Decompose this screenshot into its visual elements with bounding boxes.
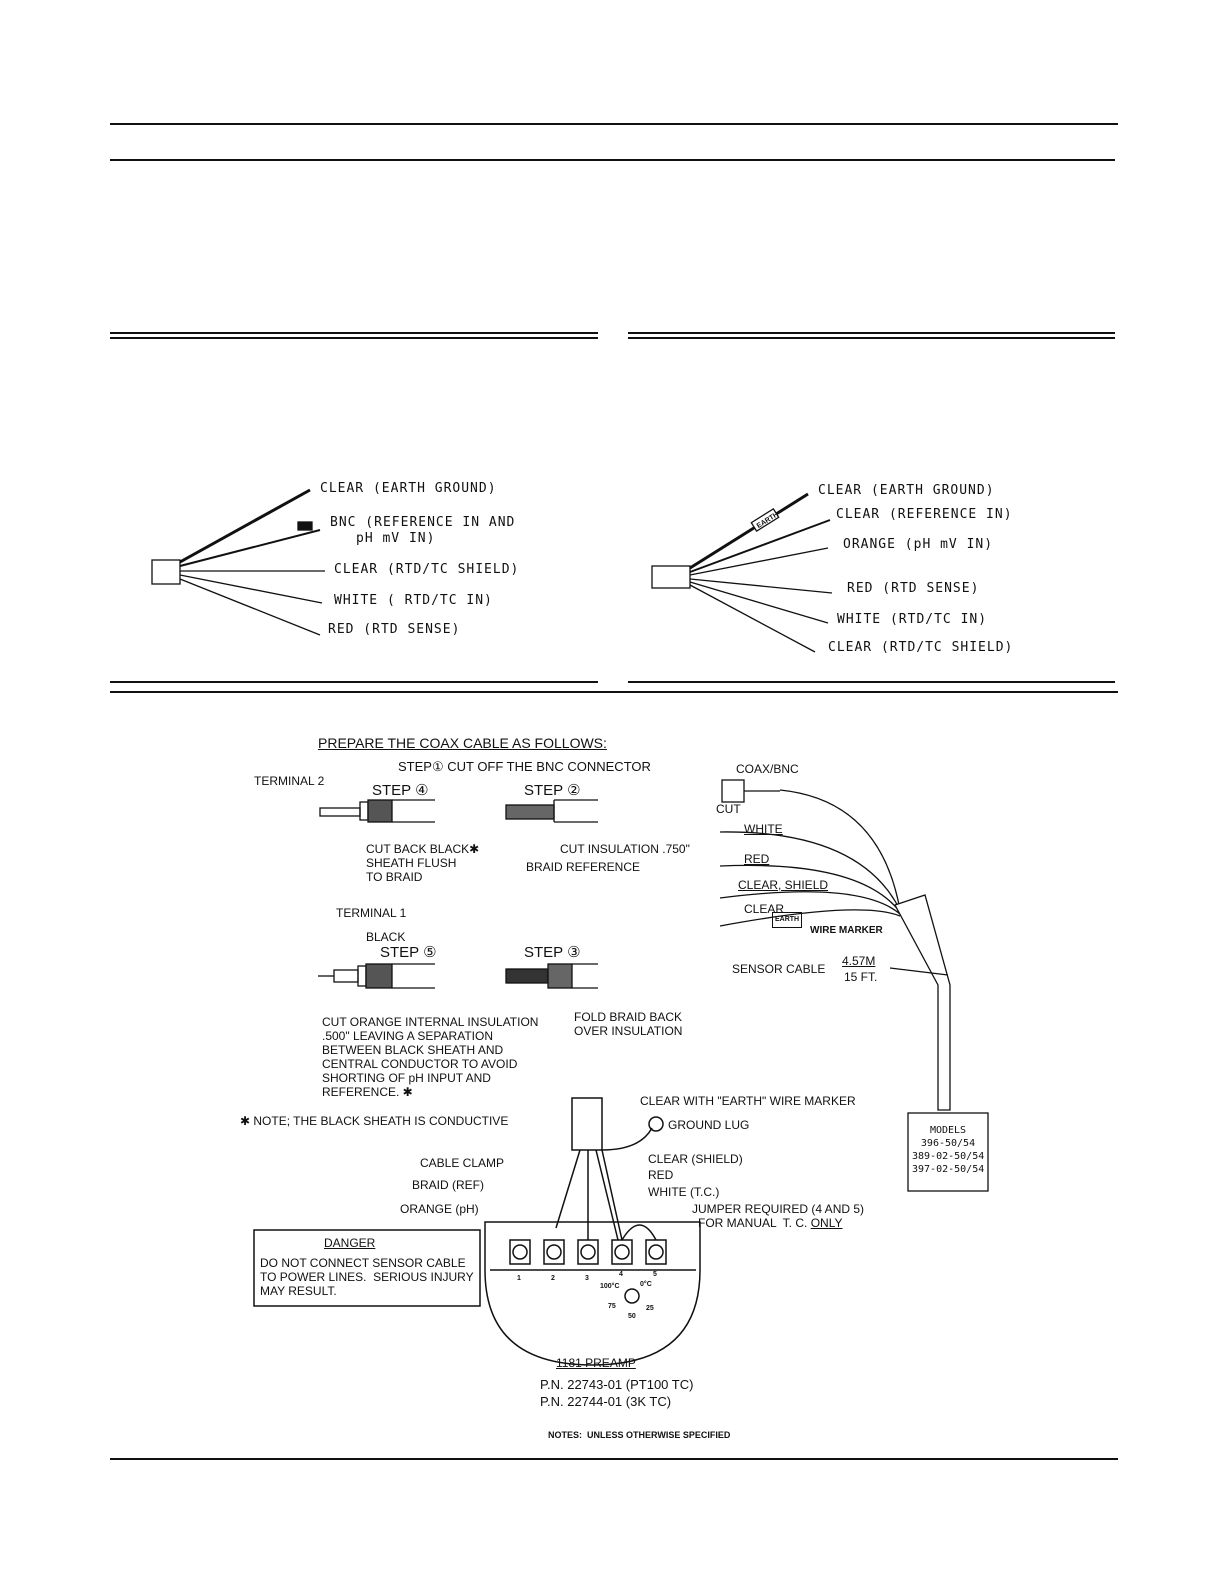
black-label: BLACK [366, 930, 406, 944]
cable-clamp-label: CABLE CLAMP [420, 1156, 505, 1170]
step1-label: STEP① CUT OFF THE BNC CONNECTOR [398, 759, 651, 774]
ground-lug-label: GROUND LUG [668, 1118, 750, 1132]
models-title: MODELS [929, 1125, 967, 1136]
sensor-cable-drawing [719, 779, 989, 1192]
earth-marker-callout: CLEAR WITH "EARTH" WIRE MARKER [640, 1094, 856, 1108]
step4-label: STEP ④ [372, 782, 429, 799]
dial-75: 75 [608, 1303, 616, 1310]
terminal-5: 5 [653, 1271, 657, 1278]
right-label-reference: CLEAR (REFERENCE IN) [836, 507, 1013, 522]
jumper-label-2: FOR MANUAL T. C. ONLY [698, 1216, 842, 1230]
left-label-earth: CLEAR (EARTH GROUND) [320, 481, 497, 496]
part-number-2: P.N. 22744-01 (3K TC) [540, 1394, 672, 1409]
step3-note: FOLD BRAID BACK OVER INSULATION [574, 1010, 683, 1038]
preamp-name: 1181 PREAMP [556, 1356, 636, 1370]
right-label-earth: CLEAR (EARTH GROUND) [818, 483, 995, 498]
dial-50: 50 [628, 1313, 636, 1320]
braid-ref-label: BRAID (REF) [412, 1178, 484, 1192]
jumper-label: JUMPER REQUIRED (4 AND 5) [692, 1202, 865, 1216]
terminal-4: 4 [619, 1271, 623, 1278]
sheath-note: ✱ NOTE; THE BLACK SHEATH IS CONDUCTIVE [240, 1114, 509, 1128]
coax-title: PREPARE THE COAX CABLE AS FOLLOWS: [318, 735, 607, 751]
right-label-white: WHITE (RTD/TC IN) [837, 612, 988, 627]
step3-label: STEP ③ [524, 944, 581, 961]
cable-length-m: 4.57M [842, 954, 876, 968]
left-label-white: WHITE ( RTD/TC IN) [334, 593, 493, 608]
rules [110, 123, 1118, 1460]
left-cable-drawing [151, 488, 325, 636]
preamp-drawing [253, 1097, 701, 1366]
clear-shield-label: CLEAR (SHIELD) [648, 1152, 743, 1166]
terminal-1: 1 [517, 1275, 521, 1282]
only-text: ONLY [810, 1216, 843, 1230]
model-2: 389-02-50/54 [912, 1151, 985, 1162]
white-tc-label: WHITE (T.C.) [648, 1185, 720, 1199]
red-label: RED [648, 1168, 674, 1182]
left-label-bnc: BNC (REFERENCE IN AND [330, 515, 516, 530]
part-number-1: P.N. 22743-01 (PT100 TC) [540, 1377, 694, 1392]
notes-label: NOTES: UNLESS OTHERWISE SPECIFIED [548, 1430, 731, 1440]
right-label-red: RED (RTD SENSE) [847, 581, 980, 596]
coax-steps-drawing [318, 799, 598, 989]
danger-text: DO NOT CONNECT SENSOR CABLE TO POWER LIN… [260, 1256, 474, 1298]
step4-note: CUT BACK BLACK✱ SHEATH FLUSH TO BRAID [366, 842, 480, 884]
coax-bnc-label: COAX/BNC [736, 762, 799, 776]
dial-100c: 100°C [600, 1283, 620, 1290]
left-label-shield: CLEAR (RTD/TC SHIELD) [334, 562, 520, 577]
danger-title: DANGER [324, 1236, 376, 1250]
terminal2-label: TERMINAL 2 [254, 774, 325, 788]
left-label-red: RED (RTD SENSE) [328, 622, 461, 637]
right-label-orange: ORANGE (pH mV IN) [843, 537, 994, 552]
right-cable-drawing [651, 492, 833, 653]
step2-note-braid: BRAID REFERENCE [526, 860, 641, 874]
cut-label: CUT [716, 802, 741, 816]
wire-marker-label: WIRE MARKER [810, 925, 883, 936]
model-1: 396-50/54 [920, 1138, 976, 1149]
terminal-2: 2 [551, 1275, 555, 1282]
terminal1-label: TERMINAL 1 [336, 906, 407, 920]
red-wire-label: RED [744, 852, 770, 866]
step2-note-insulation: CUT INSULATION .750" [560, 842, 690, 856]
sensor-cable-label: SENSOR CABLE [732, 962, 826, 976]
dial-0c: 0°C [640, 1281, 652, 1288]
terminal-3: 3 [585, 1275, 589, 1282]
models-box: MODELS 396-50/54 389-02-50/54 397-02-50/54 [912, 1124, 984, 1176]
step5-label: STEP ⑤ [380, 944, 437, 961]
clear-shield-wire-label: CLEAR, SHIELD [738, 878, 829, 892]
orange-ph-label: ORANGE (pH) [400, 1202, 479, 1216]
earth-wire-marker: EARTH [772, 912, 803, 928]
step2-label: STEP ② [524, 782, 581, 799]
jumper-text: FOR MANUAL T. C. [698, 1216, 811, 1230]
right-label-shield: CLEAR (RTD/TC SHIELD) [828, 640, 1014, 655]
white-wire-label: WHITE [744, 822, 783, 836]
cable-length-ft: 15 FT. [844, 970, 878, 984]
dial-25: 25 [646, 1305, 654, 1312]
left-label-bnc-2: pH mV IN) [356, 531, 436, 546]
step5-note: CUT ORANGE INTERNAL INSULATION .500" LEA… [322, 1015, 539, 1099]
model-3: 397-02-50/54 [912, 1164, 985, 1175]
